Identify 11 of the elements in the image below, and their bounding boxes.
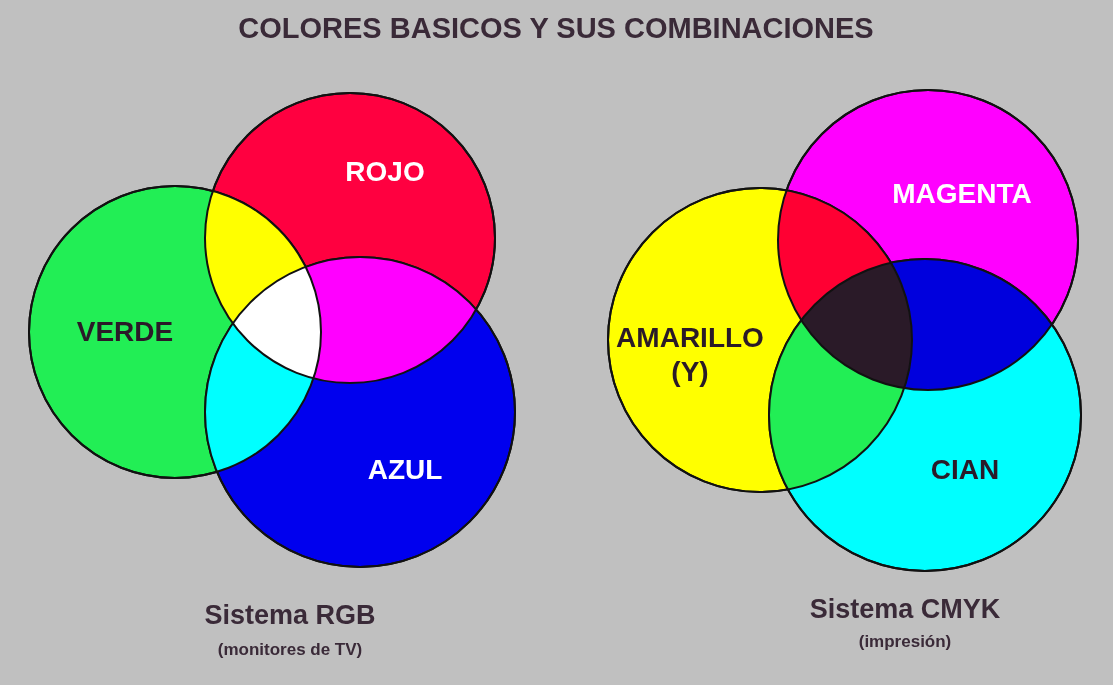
system-label: Sistema CMYK [809,594,1001,625]
circle-label: ROJO [344,155,426,189]
circle-label: MAGENTA [891,177,1033,211]
circle-label: AMARILLO (Y) [615,321,765,389]
circle-label: CIAN [929,453,1001,487]
system-note: (impresión) [858,632,952,652]
system-label: Sistema RGB [204,600,376,631]
circle-label: AZUL [366,453,444,487]
system-note: (monitores de TV) [217,640,363,660]
circle-label: VERDE [75,315,175,349]
diagram-title: COLORES BASICOS Y SUS COMBINACIONES [238,12,874,45]
